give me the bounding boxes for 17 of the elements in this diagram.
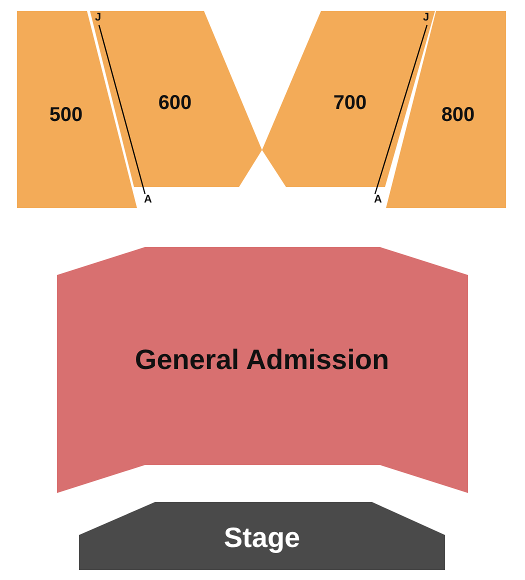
row-letter-text: A: [144, 194, 152, 206]
row-letter-text: J: [94, 12, 102, 24]
row-letter-text: J: [422, 12, 430, 24]
seating-section: [17, 11, 138, 209]
section-label: 800: [441, 105, 475, 125]
section-label: 500: [49, 105, 83, 125]
row-letter-text: A: [374, 194, 382, 206]
seating-section: [262, 11, 436, 188]
section-label: General Admission: [134, 346, 390, 374]
floor-section: [57, 247, 469, 494]
seating-section: [386, 11, 507, 209]
stage-area: [79, 502, 446, 571]
row-range-line: [98, 24, 146, 194]
section-label: 600: [158, 93, 192, 113]
section-label: 700: [333, 93, 367, 113]
seating-section: [89, 11, 263, 188]
section-label: Stage: [224, 524, 300, 552]
